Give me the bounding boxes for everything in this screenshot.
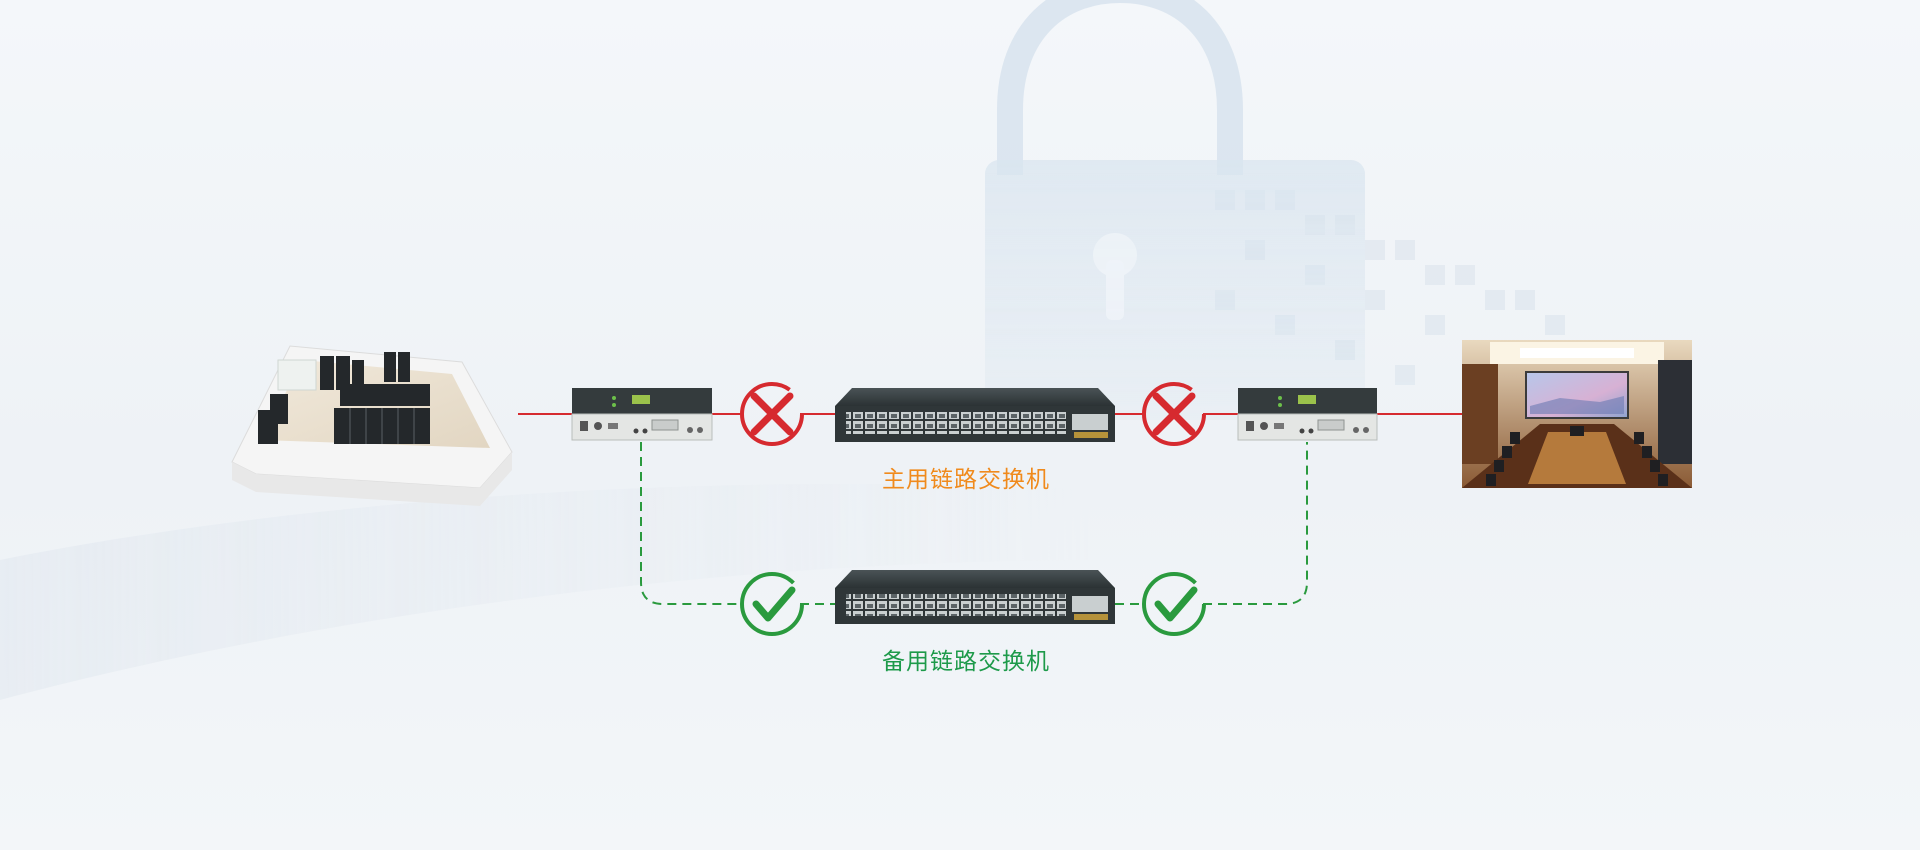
meeting-room-icon — [1462, 340, 1692, 488]
x-circle-icon — [740, 382, 804, 446]
backup-link — [640, 442, 1308, 605]
server-room-icon — [231, 345, 513, 506]
backup-switch — [835, 570, 1115, 624]
primary-switch-label: 主用链路交换机 — [882, 467, 1050, 493]
background-decoration — [0, 0, 1565, 700]
check-circle-icon — [740, 572, 804, 636]
background-dot-grid — [1215, 190, 1565, 385]
check-circle-icon — [1142, 572, 1206, 636]
primary-switch — [835, 388, 1115, 442]
right-transceiver — [1237, 388, 1378, 441]
left-transceiver — [571, 388, 713, 441]
lock-icon — [985, 0, 1365, 420]
backup-switch-label: 备用链路交换机 — [882, 649, 1050, 675]
x-circle-icon — [1142, 382, 1206, 446]
